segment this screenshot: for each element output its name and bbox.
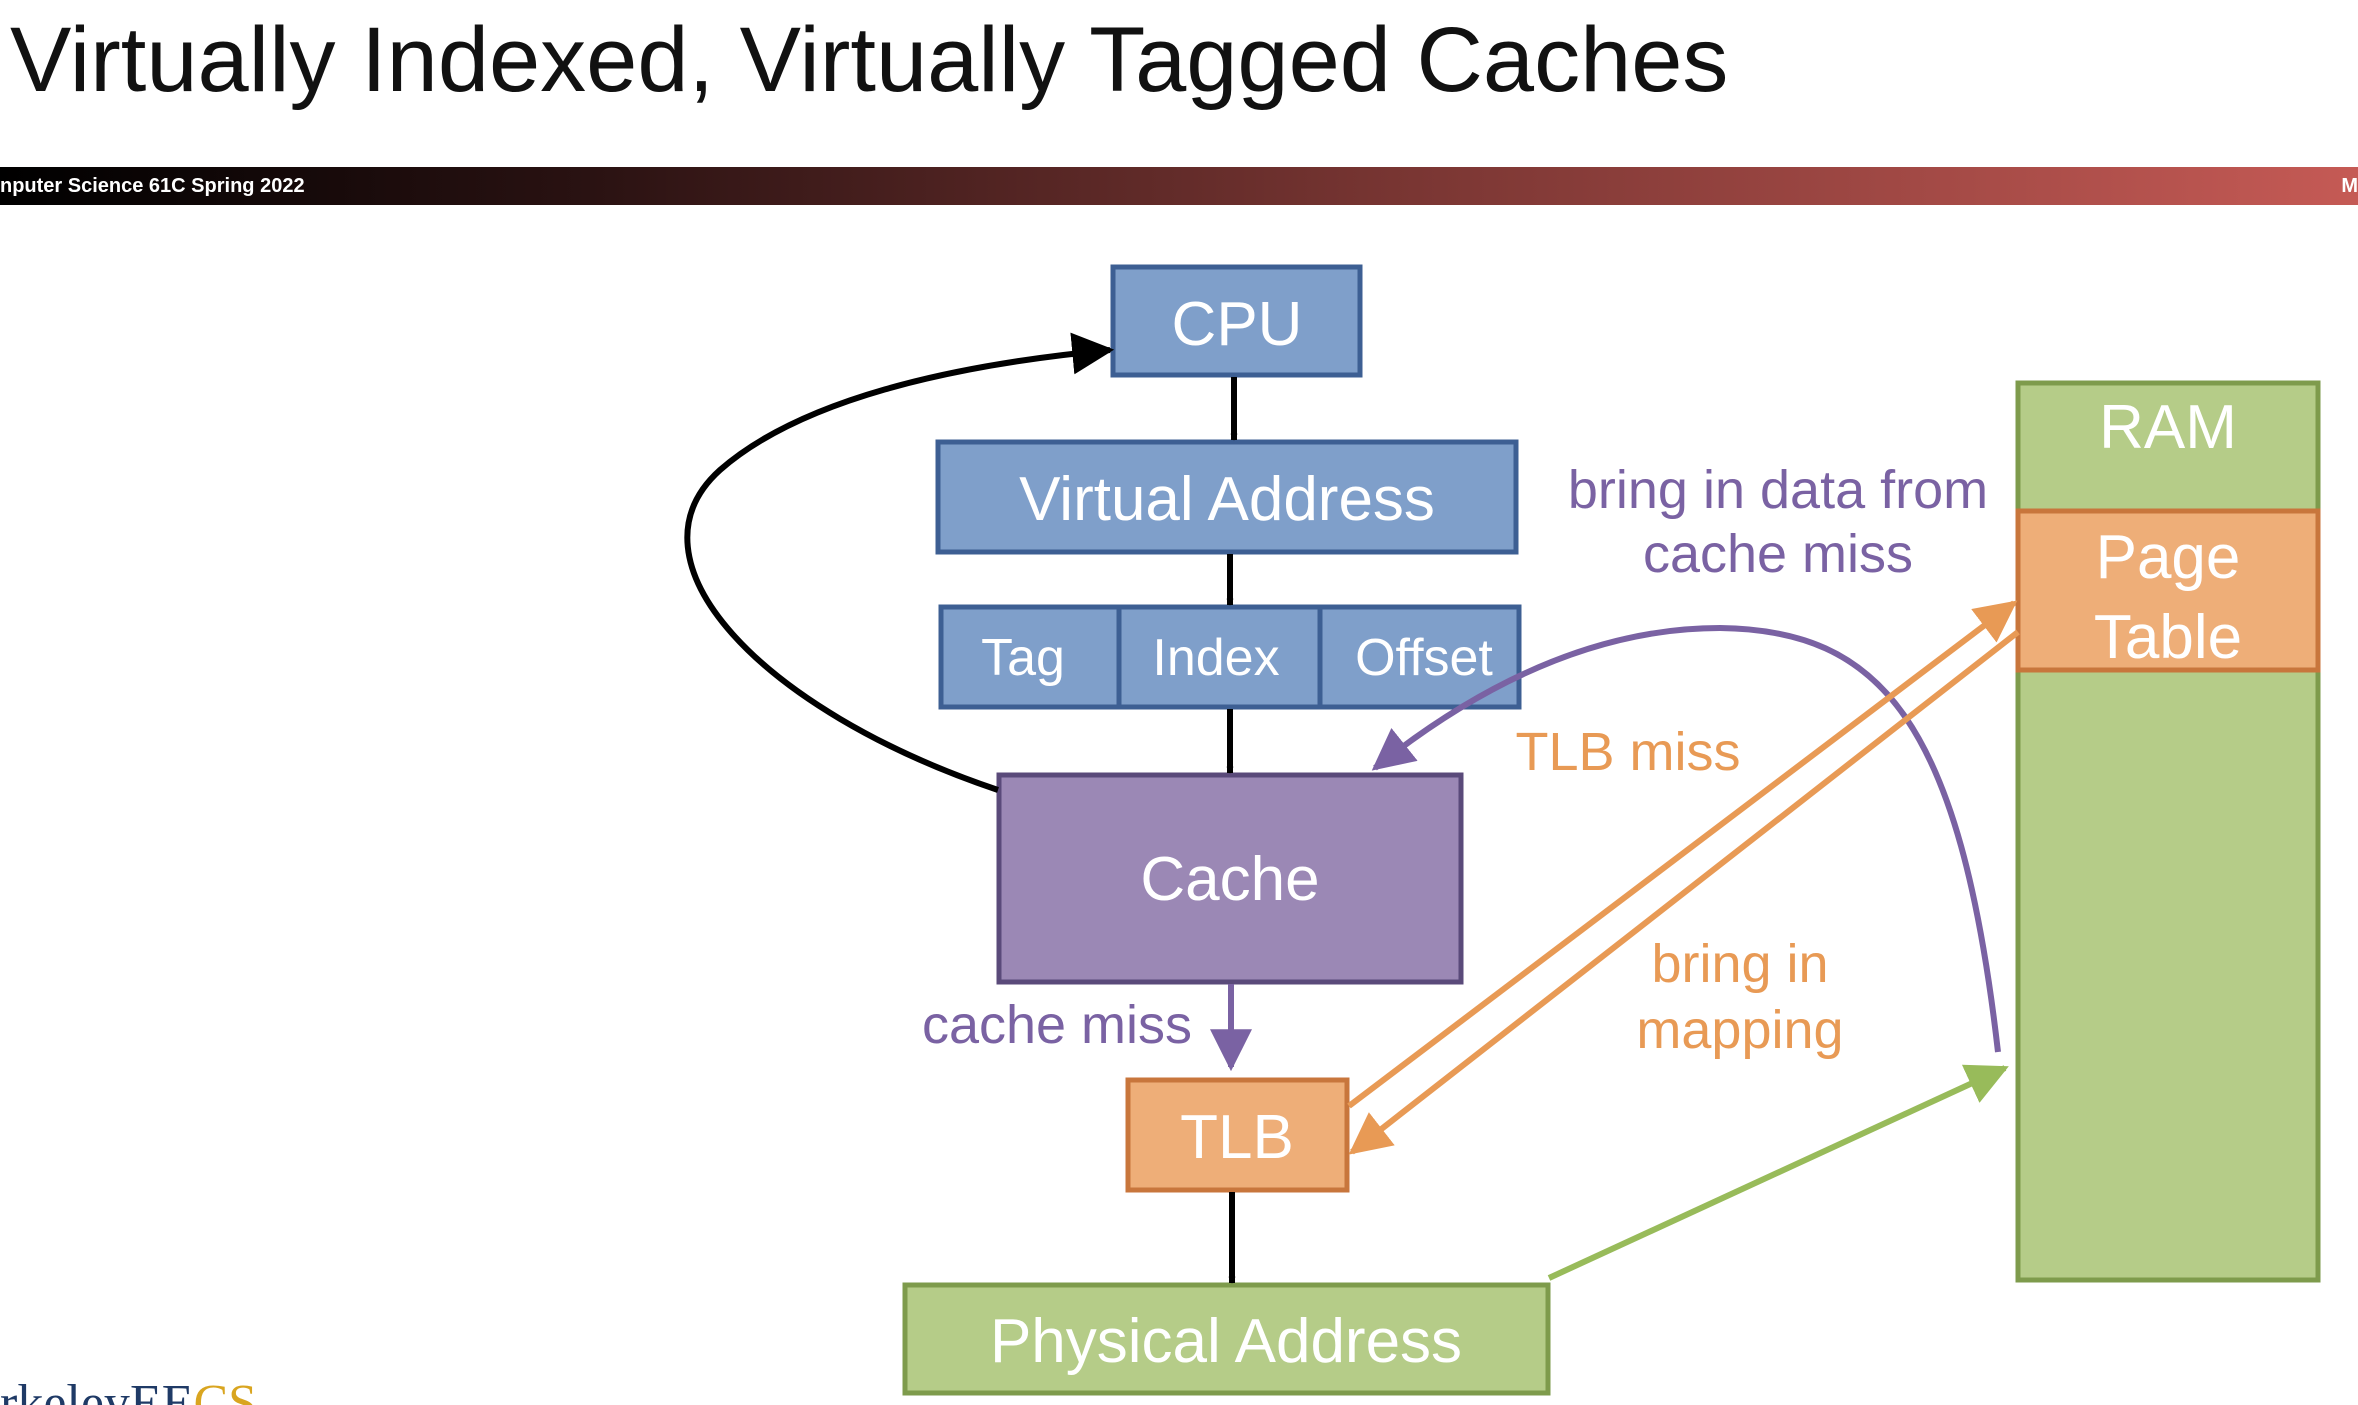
logo-part1: rkeley xyxy=(0,1378,130,1405)
arrow-tlb-miss xyxy=(1347,600,2018,1109)
ram-label: RAM xyxy=(2099,393,2237,462)
label-cache-miss: cache miss xyxy=(922,995,1192,1055)
tlb-label: TLB xyxy=(1180,1103,1294,1172)
page-table-label-line1: Page xyxy=(2096,523,2241,592)
arrow-pa-to-ram xyxy=(1547,1064,2009,1281)
cpu-box: CPU xyxy=(1110,264,1363,378)
tag-field xyxy=(938,604,1122,710)
logo-part2: EE xyxy=(130,1378,194,1405)
tlb-box: TLB xyxy=(1125,1077,1350,1193)
label-bring-data-line2: cache miss xyxy=(1643,524,1913,584)
course-banner: nputer Science 61C Spring 2022 M xyxy=(0,167,2358,205)
cache-label: Cache xyxy=(1140,845,1319,914)
index-label: Index xyxy=(1152,629,1279,687)
berkeley-eecs-logo: rkeleyEECS xyxy=(0,1378,257,1405)
logo-part3: CS xyxy=(193,1378,257,1405)
cpu-label: CPU xyxy=(1172,290,1303,359)
page-table-block: Page Table xyxy=(2015,508,2321,673)
label-bring-mapping-line2: mapping xyxy=(1636,1000,1843,1060)
slide-title: Virtually Indexed, Virtually Tagged Cach… xyxy=(10,9,1729,111)
address-fields: Tag Index Offset xyxy=(938,604,1522,710)
banner-right-text: M xyxy=(2341,175,2358,197)
label-bring-data-line1: bring in data from xyxy=(1568,460,1988,520)
cache-box: Cache xyxy=(996,772,1464,985)
arrow-bring-mapping xyxy=(1348,629,2020,1155)
label-bring-mapping-line1: bring in xyxy=(1651,934,1828,994)
tag-label: Tag xyxy=(981,629,1065,687)
course-name: nputer Science 61C Spring 2022 xyxy=(0,175,305,197)
index-field xyxy=(1116,604,1323,710)
page-table-label-line2: Table xyxy=(2094,603,2242,672)
offset-label: Offset xyxy=(1355,629,1493,687)
physical-address-label: Physical Address xyxy=(990,1307,1462,1376)
arrow-cache-hit-to-cpu xyxy=(684,332,1115,793)
label-tlb-miss: TLB miss xyxy=(1515,722,1740,782)
virtual-address-label: Virtual Address xyxy=(1019,465,1435,534)
physical-address-box: Physical Address xyxy=(902,1282,1551,1396)
virtual-address-box: Virtual Address xyxy=(935,439,1519,555)
arrow-data-from-ram xyxy=(1371,624,2001,1053)
